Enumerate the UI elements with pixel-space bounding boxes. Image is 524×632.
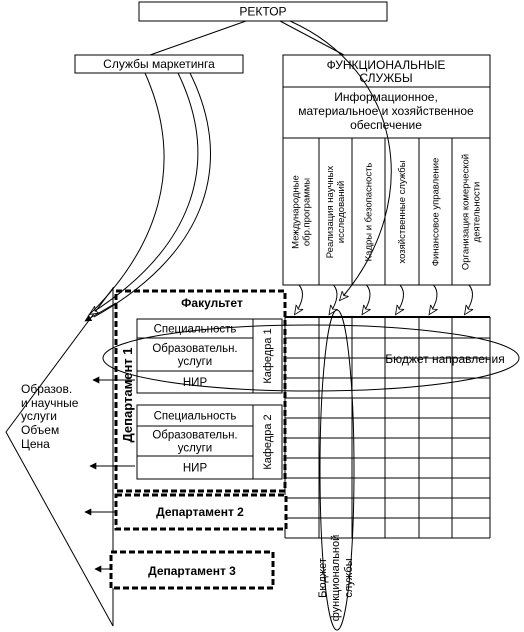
output-line-2: и научные (21, 396, 79, 410)
budget-direction-ellipse (102, 324, 520, 392)
chair-row-label: Специальность (154, 324, 237, 336)
functional-column-label: хозяйственные службы (397, 160, 408, 263)
support-line-1: Информационное, (334, 90, 438, 104)
functional-title-line-1: ФУНКЦИОНАЛЬНЫЕ (327, 58, 446, 72)
budget-direction-label: Бюджет направления (385, 352, 505, 366)
functional-title-line-2: СЛУЖБЫ (359, 71, 412, 85)
functional-column-arrow (430, 284, 437, 314)
output-triangle (5, 286, 114, 627)
chair-row-label: услуги (178, 356, 212, 368)
output-line-1: Образов. (21, 382, 72, 396)
functional-column-label: Организация комерческой (461, 154, 472, 270)
rector-long-curve (289, 20, 392, 300)
functional-column-arrow (330, 284, 337, 314)
marketing-curve-outer (93, 72, 211, 318)
output-line-5: Цена (21, 437, 50, 451)
department-2-box (114, 493, 288, 531)
chair-row-label: Образовательн. (152, 343, 237, 355)
faculty-label: Факультет (181, 296, 243, 310)
support-line-3: обеспечение (350, 118, 422, 132)
department-2-label: Департамент 2 (156, 505, 244, 519)
functional-column-arrow (396, 284, 403, 314)
functional-column-label: Кадры и безопасность (364, 163, 375, 262)
chair-row-label: Образовательн. (152, 430, 237, 442)
marketing-curve-left (87, 72, 165, 317)
rector-label: РЕКТОР (239, 5, 286, 19)
functional-column-label: Реализация научных (325, 166, 336, 259)
functional-column-label: Финансовое управление (431, 158, 442, 267)
chair-name-label: Кафедра 1 (262, 328, 274, 383)
functional-column-label: деятельности (472, 182, 483, 243)
department-1-box (114, 289, 287, 493)
budget-functional-line-2: функциональной (330, 535, 342, 622)
chair-row-label: НИР (183, 377, 208, 389)
functional-column-label: исследований (336, 181, 347, 243)
functional-column-arrow (363, 284, 370, 314)
functional-column-arrow (465, 284, 472, 314)
marketing-box (74, 54, 244, 74)
chair-row-label: Специальность (154, 411, 237, 423)
rector-to-functional-line (279, 20, 345, 56)
department-1-label: Департамент 1 (120, 347, 135, 442)
budget-functional-line-1: Бюджет (317, 558, 329, 598)
functional-services-block (282, 54, 491, 286)
department-3-box (109, 550, 275, 590)
chair-row-label: услуги (178, 443, 212, 455)
chair-row-label: НИР (183, 463, 208, 475)
output-line-4: Объем (21, 423, 59, 437)
functional-column-label: Международные (291, 175, 302, 249)
rector-to-marketing-line (149, 20, 247, 56)
budget-grid (284, 316, 491, 539)
support-line-2: материальное и хозяйственное (298, 104, 474, 118)
functional-column-label: обр.программы (302, 178, 313, 246)
department-3-label: Департамент 3 (148, 564, 236, 578)
functional-column-arrow (295, 284, 302, 314)
arrow-faculty-to-output (84, 302, 117, 322)
budget-functional-ellipse (319, 309, 355, 631)
chair-block (136, 404, 283, 480)
budget-functional-line-3: службы (343, 558, 355, 597)
marketing-label: Службы маркетинга (103, 57, 215, 71)
chair-name-label: Кафедра 2 (262, 414, 274, 469)
marketing-curve-inner (90, 72, 199, 314)
output-line-3: услуги (21, 409, 57, 423)
rector-box (138, 1, 388, 22)
